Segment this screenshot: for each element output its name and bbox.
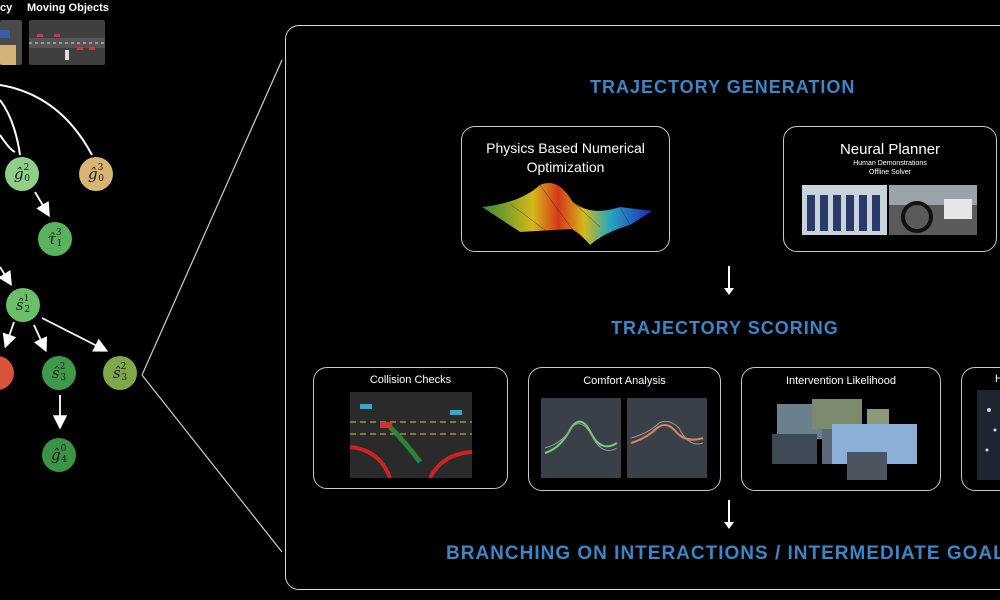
intervention-collage-image: [772, 399, 917, 480]
left-header-label: cy: [0, 2, 13, 14]
moving-objects-label: Moving Objects: [27, 2, 109, 14]
collision-scene-image: [350, 392, 472, 478]
intervention-likelihood-title: Intervention Likelihood: [785, 375, 897, 387]
node-partial-offscreen: [0, 356, 14, 390]
neural-planner-box: Neural Planner Human Demonstrations Offl…: [783, 126, 997, 252]
scoring-box-4-partial: H: [961, 367, 1000, 491]
trajectory-generation-title: TRAJECTORY GENERATION: [590, 77, 856, 97]
comfort-chart-green: [541, 398, 621, 478]
neural-planner-sub2: Offline Solver: [869, 169, 911, 176]
tree-edges: [0, 59, 283, 553]
neural-planner-sub1: Human Demonstrations: [853, 160, 927, 167]
scoring-box-4-title: H: [995, 373, 1000, 385]
physics-title-line2: Optimization: [526, 159, 605, 175]
moving-objects-thumbnail: [29, 20, 105, 65]
trajectory-scoring-title: TRAJECTORY SCORING: [611, 318, 839, 338]
comfort-chart-red: [627, 398, 707, 478]
arrow-scoring-to-branching: [724, 500, 734, 529]
neural-planner-title: Neural Planner: [839, 141, 941, 158]
intervention-likelihood-box: Intervention Likelihood: [741, 367, 941, 491]
surface-plot-image: [481, 183, 652, 245]
driver-image: [889, 185, 977, 235]
occupancy-thumbnail: [0, 20, 22, 65]
comfort-analysis-title: Comfort Analysis: [583, 375, 666, 387]
branching-title: BRANCHING ON INTERACTIONS / INTERMEDIATE…: [446, 543, 1000, 564]
physics-optimization-box: Physics Based Numerical Optimization: [461, 126, 670, 252]
map-image: [977, 390, 1000, 480]
collision-checks-box: Collision Checks: [313, 367, 508, 489]
arrow-generation-to-scoring: [724, 266, 734, 295]
collision-checks-title: Collision Checks: [369, 374, 452, 386]
physics-title-line1: Physics Based Numerical: [486, 140, 645, 156]
comfort-analysis-box: Comfort Analysis: [528, 367, 721, 491]
datacenter-image: [802, 185, 887, 235]
planner-panel: [285, 25, 1000, 590]
